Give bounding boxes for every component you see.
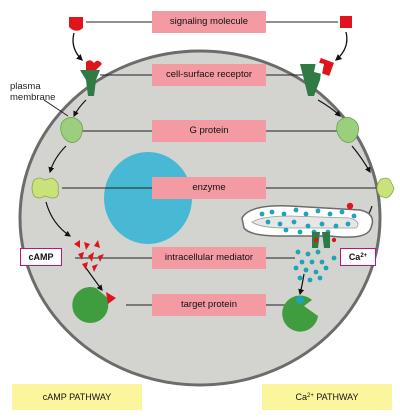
label-target-protein: target protein [152, 294, 266, 316]
tag-calcium: Ca2+ [340, 248, 376, 266]
signal-molecule-right [340, 16, 352, 28]
footer-camp-pathway: cAMP PATHWAY [12, 384, 142, 410]
tag-calcium-charge: 2+ [360, 253, 368, 259]
footer-ca-charge: 2+ [307, 393, 314, 399]
label-plasma: plasma [10, 81, 41, 92]
tag-camp: cAMP [20, 248, 62, 266]
footer-ca-suffix: PATHWAY [313, 392, 359, 402]
label-enzyme: enzyme [152, 177, 266, 199]
target-protein-left [72, 287, 116, 324]
label-intracellular-mediator: intracellular mediator [152, 247, 266, 269]
receptor-right [300, 58, 334, 96]
footer-ca-symbol: Ca [295, 392, 307, 402]
arrow-signal-right [335, 31, 348, 61]
target-protein-right [282, 295, 318, 332]
camp-pathway-arrows [45, 99, 103, 291]
signal-molecule-left [69, 17, 83, 31]
enzyme-left [31, 177, 59, 199]
label-cell-surface-receptor: cell-surface receptor [152, 64, 266, 86]
enzyme-right [376, 177, 395, 199]
label-g-protein: G protein [152, 120, 266, 142]
label-signaling-molecule: signaling molecule [152, 11, 266, 33]
g-protein-left [60, 117, 83, 143]
endoplasmic-reticulum [241, 202, 374, 248]
label-membrane: membrane [10, 92, 56, 103]
footer-ca-pathway: Ca2+ PATHWAY [262, 384, 392, 410]
calcium-ions [293, 249, 337, 283]
tag-calcium-symbol: Ca [348, 252, 361, 262]
arrow-signal-left [72, 32, 83, 61]
nucleus [104, 152, 192, 244]
label-plasma-membrane: plasma membrane [10, 81, 55, 103]
camp-mediators [74, 240, 104, 272]
g-protein-right [336, 117, 359, 143]
receptor-left [80, 60, 102, 96]
